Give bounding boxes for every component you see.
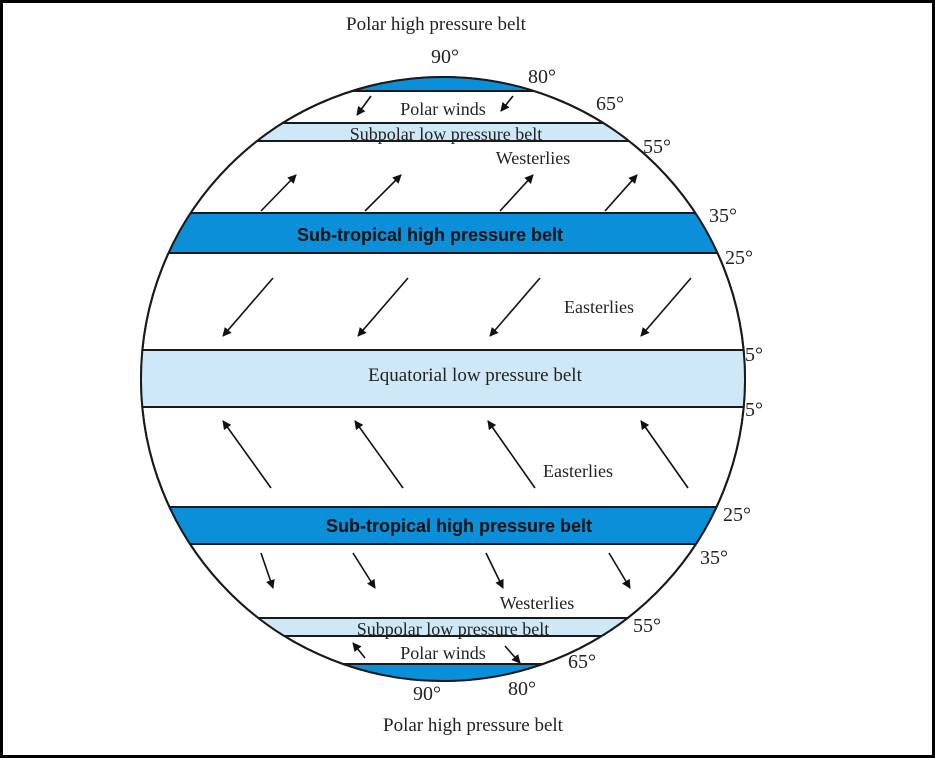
subtropical-south-label: Sub-tropical high pressure belt — [326, 516, 592, 536]
wind-arrows — [222, 95, 692, 664]
easterly-arrow-n1 — [222, 277, 274, 337]
polar-high-cap-north — [141, 77, 745, 91]
westerly-arrow-n2 — [364, 174, 402, 212]
subpolar-north-label: Subpolar low pressure belt — [350, 124, 542, 144]
lat-eq-top: 5° — [745, 344, 763, 366]
polar-arrow-north-1 — [356, 95, 372, 116]
latitude-labels: 90° 80° 65° 55° 35° 25° 5° 5° 25° 35° 55… — [413, 46, 763, 705]
subtropical-band-north — [141, 213, 745, 253]
westerly-arrow-n1 — [260, 174, 297, 212]
lat-n35: 35° — [709, 205, 737, 227]
lat-s80: 80° — [508, 678, 536, 700]
lat-n80: 80° — [528, 66, 556, 88]
lat-n65: 65° — [596, 93, 624, 115]
easterlies-north-label: Easterlies — [564, 297, 634, 317]
equatorial-label: Equatorial low pressure belt — [368, 365, 582, 386]
easterly-arrow-s3 — [487, 420, 536, 489]
lat-eq-bottom: 5° — [745, 399, 763, 421]
lat-s35: 35° — [700, 547, 728, 569]
easterly-arrow-s2 — [354, 420, 404, 489]
subpolar-band-north — [141, 123, 745, 141]
polar-arrow-north-2 — [500, 95, 514, 112]
lat-s65: 65° — [568, 651, 596, 673]
westerly-arrow-n4 — [604, 174, 638, 212]
westerly-arrow-s3 — [485, 552, 504, 589]
westerly-arrow-s2 — [352, 552, 376, 589]
lat-n90: 90° — [431, 46, 459, 68]
equatorial-band — [141, 350, 745, 407]
globe-outline-top — [140, 76, 746, 682]
lat-s55: 55° — [633, 615, 661, 637]
subpolar-south-label: Subpolar low pressure belt — [357, 619, 549, 639]
easterly-arrow-s1 — [222, 420, 272, 489]
easterly-arrow-s4 — [640, 420, 689, 489]
westerlies-north-label: Westerlies — [496, 148, 571, 168]
subtropical-north-label: Sub-tropical high pressure belt — [297, 225, 563, 245]
subpolar-band-south — [141, 618, 745, 636]
lat-n25: 25° — [725, 247, 753, 269]
lat-n55: 55° — [643, 136, 671, 158]
easterly-arrow-n4 — [640, 277, 692, 337]
polar-arrow-south-1 — [352, 642, 366, 659]
pressure-belts-diagram: Polar high pressure belt Polar high pres… — [140, 14, 763, 736]
top-title: Polar high pressure belt — [346, 14, 527, 35]
westerlies-south-label: Westerlies — [500, 593, 575, 613]
bottom-title: Polar high pressure belt — [383, 715, 564, 736]
westerly-arrow-n3 — [499, 174, 534, 212]
easterlies-south-label: Easterlies — [543, 461, 613, 481]
easterly-arrow-n3 — [489, 277, 541, 337]
lat-s25: 25° — [723, 504, 751, 526]
polar-winds-south-label: Polar winds — [400, 643, 486, 663]
westerly-arrow-s4 — [608, 552, 631, 589]
westerly-arrow-s1 — [260, 552, 275, 589]
easterly-arrow-n2 — [357, 277, 409, 337]
polar-arrow-south-2 — [504, 645, 521, 664]
diagram-canvas: Polar high pressure belt Polar high pres… — [3, 3, 932, 755]
lat-s90: 90° — [413, 683, 441, 705]
subtropical-band-south — [141, 507, 745, 544]
polar-winds-north-label: Polar winds — [400, 99, 486, 119]
